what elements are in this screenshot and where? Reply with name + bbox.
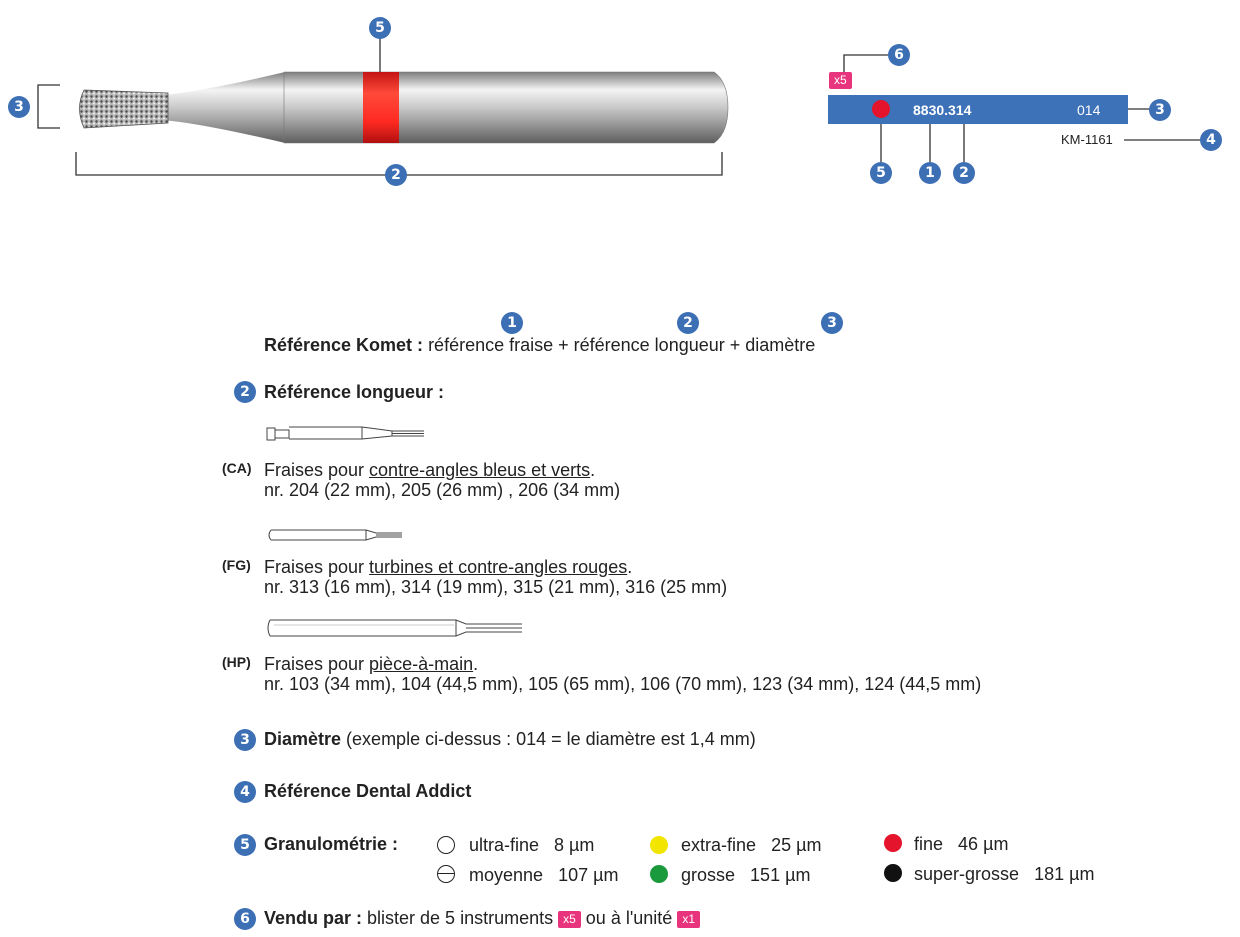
label-diameter-code: 014 <box>1077 102 1101 118</box>
sold-by-title: Vendu par : <box>264 908 363 928</box>
grain-grosse-name: grosse <box>681 865 736 885</box>
badge-label-diameter: 3 <box>1149 99 1171 121</box>
komet-title: Référence Komet : <box>264 335 424 355</box>
grain-super-grosse-dot <box>884 864 902 882</box>
hp-suffix: . <box>473 654 479 674</box>
hp-shank-icon <box>267 619 522 637</box>
label-reference: 8830.314 <box>913 102 972 118</box>
badge-komet-1: 1 <box>501 312 523 334</box>
fg-description: Fraises pour turbines et contre-angles r… <box>264 557 632 577</box>
sold-by-text1: blister de 5 instruments <box>362 908 559 928</box>
grain-color-dot <box>872 100 890 118</box>
grain-extra-fine-size: 25 µm <box>771 835 822 855</box>
fg-suffix: . <box>627 557 633 577</box>
pack-tag: x5 <box>829 72 852 90</box>
sold-by-tag-x5: x5 <box>558 910 581 928</box>
badge-dental-addict: 4 <box>234 781 256 803</box>
badge-komet-2: 2 <box>677 312 699 334</box>
product-label-bar: 8830.314 014 <box>828 95 1128 124</box>
grain-fine-size: 46 µm <box>958 834 1009 854</box>
grain-ultra-fine-dot <box>437 836 455 854</box>
badge-label-bur-ref: 1 <box>919 162 941 184</box>
badge-label-length-ref: 2 <box>953 162 975 184</box>
sold-by-text2: ou à l'unité <box>580 908 678 928</box>
sold-by-line: Vendu par : blister de 5 instruments x5 … <box>264 908 700 928</box>
ca-suffix: . <box>590 460 596 480</box>
ca-description: Fraises pour contre-angles bleus et vert… <box>264 460 595 480</box>
diamond-head <box>79 89 169 129</box>
badge-sold-by: 6 <box>234 908 256 930</box>
fg-refs: nr. 313 (16 mm), 314 (19 mm), 315 (21 mm… <box>264 577 728 597</box>
pack-tag-text: x5 <box>829 72 852 90</box>
grain-moyenne-size: 107 µm <box>558 865 619 885</box>
grain-grosse-dot <box>650 865 668 883</box>
fg-link[interactable]: turbines et contre-angles rouges <box>369 557 628 577</box>
fg-code: (FG) <box>222 557 251 573</box>
grain-ultra-fine-name: ultra-fine <box>469 835 540 855</box>
ca-prefix: Fraises pour <box>264 460 370 480</box>
dental-addict-ref: KM-1161 <box>1061 132 1113 147</box>
badge-bur-band: 5 <box>369 17 391 39</box>
grain-grosse: grosse 151 µm <box>681 865 810 885</box>
diameter-text: (exemple ci-dessus : 014 = le diamètre e… <box>341 729 756 749</box>
length-ref-title: Référence longueur : <box>264 382 445 402</box>
grain-fine-name: fine <box>914 834 944 854</box>
diameter-line: Diamètre (exemple ci-dessus : 014 = le d… <box>264 729 756 749</box>
grain-extra-fine-dot <box>650 836 668 854</box>
grain-fine: fine 46 µm <box>914 834 1008 854</box>
fg-shank-icon <box>268 529 402 541</box>
grain-super-grosse: super-grosse 181 µm <box>914 864 1094 884</box>
grain-moyenne: moyenne 107 µm <box>469 865 618 885</box>
badge-length-ref: 2 <box>234 381 256 403</box>
hp-description: Fraises pour pièce-à-main. <box>264 654 478 674</box>
badge-komet-3: 3 <box>821 312 843 334</box>
badge-label-grain: 5 <box>870 162 892 184</box>
ca-code: (CA) <box>222 460 252 476</box>
badge-pack: 6 <box>888 44 910 66</box>
fg-prefix: Fraises pour <box>264 557 370 577</box>
diameter-bracket <box>37 84 60 129</box>
hp-prefix: Fraises pour <box>264 654 370 674</box>
hp-code: (HP) <box>222 654 251 670</box>
bur-illustration <box>37 38 729 176</box>
grain-super-grosse-name: super-grosse <box>914 864 1020 884</box>
grain-moyenne-name: moyenne <box>469 865 544 885</box>
badge-label-dental-addict: 4 <box>1200 129 1222 151</box>
grain-grosse-size: 151 µm <box>750 865 811 885</box>
badge-grain: 5 <box>234 834 256 856</box>
komet-formula: référence fraise + référence longueur + … <box>428 335 816 355</box>
grain-title: Granulométrie : <box>264 834 399 854</box>
grain-fine-dot <box>884 834 902 852</box>
grain-ultra-fine-size: 8 µm <box>554 835 595 855</box>
ca-refs: nr. 204 (22 mm), 205 (26 mm) , 206 (34 m… <box>264 480 621 500</box>
grain-ultra-fine: ultra-fine 8 µm <box>469 835 594 855</box>
badge-bur-diameter: 3 <box>8 96 30 118</box>
red-band <box>363 72 399 143</box>
badge-bur-length: 2 <box>385 164 407 186</box>
hp-refs: nr. 103 (34 mm), 104 (44,5 mm), 105 (65 … <box>264 674 982 694</box>
hp-link[interactable]: pièce-à-main <box>369 654 474 674</box>
sold-by-tag-x1: x1 <box>677 910 700 928</box>
grain-extra-fine-name: extra-fine <box>681 835 757 855</box>
diameter-title: Diamètre <box>264 729 342 749</box>
grain-extra-fine: extra-fine 25 µm <box>681 835 821 855</box>
grain-super-grosse-size: 181 µm <box>1034 864 1095 884</box>
ca-link[interactable]: contre-angles bleus et verts <box>369 460 591 480</box>
ca-shank-icon <box>266 426 424 441</box>
dental-addict-title: Référence Dental Addict <box>264 781 472 801</box>
grain-moyenne-dot <box>437 865 455 883</box>
badge-diameter: 3 <box>234 729 256 751</box>
komet-reference: Référence Komet : référence fraise + réf… <box>264 335 815 355</box>
